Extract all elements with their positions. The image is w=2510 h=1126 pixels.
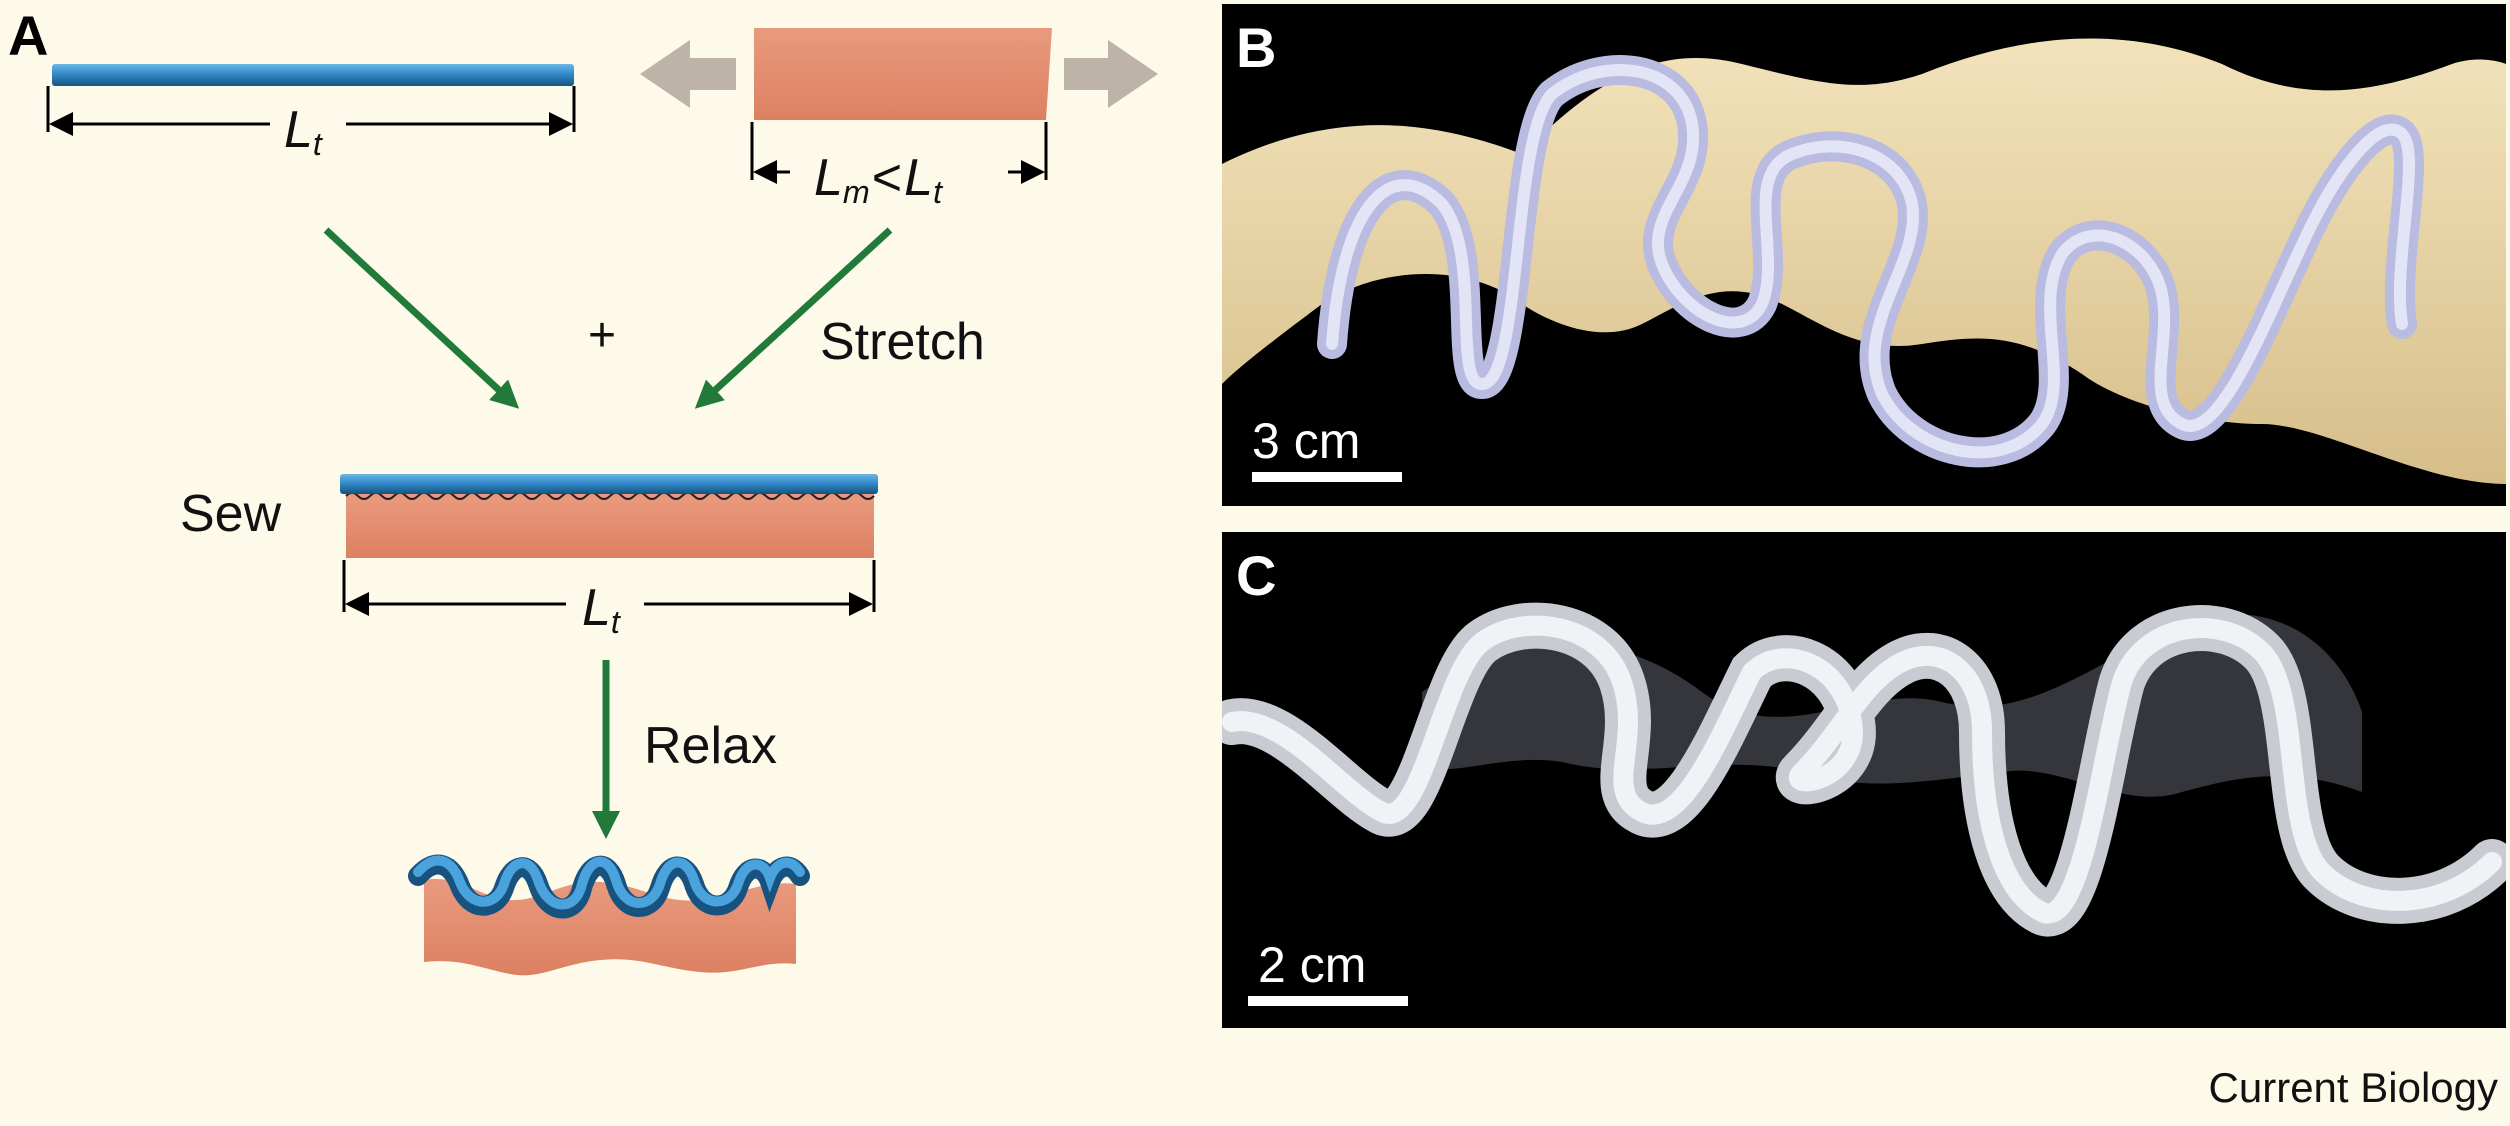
membrane-sheet <box>754 28 1052 120</box>
stretch-arrow-right <box>1064 40 1158 108</box>
sew-label: Sew <box>180 485 282 543</box>
stretch-arrow-left <box>640 40 736 108</box>
membrane-length-dimension <box>750 122 1048 184</box>
panel-letter-b: B <box>1236 16 1277 79</box>
plus-sign: + <box>588 309 617 362</box>
sewn-assembly <box>340 474 878 558</box>
panel-letter-c: C <box>1236 544 1277 607</box>
tube-length-label: Lt <box>284 101 322 163</box>
schematic-diagram <box>46 28 1158 976</box>
photo-c-illustration <box>1222 602 2506 936</box>
scale-bar-c <box>1248 996 1408 1006</box>
sewn-length-dimension <box>342 560 876 616</box>
sewn-length-label: Lt <box>582 579 620 641</box>
photo-c: C 2 cm <box>1222 532 2506 1028</box>
scale-bar-b <box>1252 472 1402 482</box>
journal-credit: Current Biology <box>2208 1064 2498 1111</box>
panel-letter-a: A <box>8 4 49 67</box>
green-arrow-from-tube <box>323 227 520 409</box>
membrane-length-label: Lm<Lt <box>814 149 943 211</box>
relaxed-wavy-tube <box>408 854 810 976</box>
photo-b-illustration <box>1222 38 2506 485</box>
scale-label-c: 2 cm <box>1258 937 1367 993</box>
photo-b: B 3 cm <box>1222 4 2506 506</box>
scale-label-b: 3 cm <box>1252 413 1361 469</box>
relax-label: Relax <box>644 717 777 775</box>
tube-length-dimension <box>46 86 576 136</box>
stretch-label: Stretch <box>820 313 985 371</box>
green-arrow-from-membrane <box>694 227 893 409</box>
tube-strip <box>52 64 574 86</box>
